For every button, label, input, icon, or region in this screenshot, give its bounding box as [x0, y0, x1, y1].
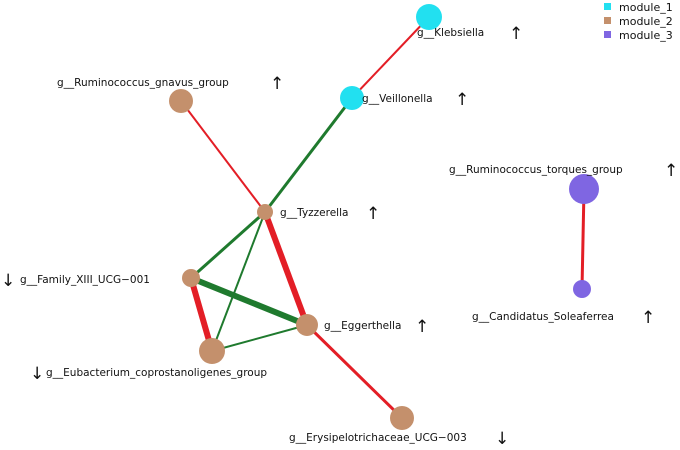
up-arrow-icon: ↑: [270, 74, 284, 94]
node-label-veillonella: g__Veillonella: [362, 93, 433, 105]
edge-klebsiella-veillonella: [351, 16, 430, 99]
node-familyxiii: [182, 269, 200, 287]
up-arrow-icon: ↑: [641, 308, 655, 328]
legend-label-module_2: module_2: [619, 15, 673, 28]
node-torques: [569, 174, 599, 204]
legend-swatch-module_3: [604, 31, 611, 38]
node-label-familyxiii: g__Family_XIII_UCG−001: [20, 274, 150, 286]
up-arrow-icon: ↑: [664, 161, 678, 181]
down-arrow-icon: ↓: [1, 271, 15, 291]
edge-eggerthella-erysipelo: [305, 323, 404, 420]
node-label-gnavus: g__Ruminococcus_gnavus_group: [57, 77, 229, 89]
node-label-tyzzerella: g__Tyzzerella: [280, 207, 348, 219]
edge-tyzzerella-familyxiii: [190, 210, 266, 280]
edge-familyxiii-eggerthella: [189, 275, 309, 328]
edge-tyzzerella-eggerthella: [262, 210, 310, 327]
node-label-torques: g__Ruminococcus_torques_group: [449, 164, 623, 176]
node-erysipelo: [390, 406, 414, 430]
node-eubacterium: [199, 338, 225, 364]
node-label-klebsiella: g__Klebsiella: [417, 27, 484, 39]
node-klebsiella: [416, 4, 442, 30]
up-arrow-icon: ↑: [509, 24, 523, 44]
node-label-soleaferrea: g__Candidatus_Soleaferrea: [472, 311, 614, 323]
edge-tyzzerella-eubacterium: [211, 211, 266, 352]
node-soleaferrea: [573, 280, 591, 298]
labels-layer: g__Klebsiella ↑ g__Veillonella ↑ g__Ruminoco…: [1, 24, 678, 449]
down-arrow-icon: ↓: [30, 364, 44, 384]
edge-gnavus-tyzzerella: [180, 100, 266, 213]
node-eggerthella: [296, 314, 318, 336]
node-gnavus: [169, 89, 193, 113]
node-label-erysipelo: g__Erysipelotrichaceae_UCG−003: [289, 432, 467, 444]
node-veillonella: [340, 86, 364, 110]
legend-label-module_3: module_3: [619, 29, 673, 42]
up-arrow-icon: ↑: [455, 90, 469, 110]
node-tyzzerella: [257, 204, 273, 220]
edge-veillonella-tyzzerella: [263, 97, 354, 213]
edge-torques-soleaferrea: [580, 188, 586, 290]
legend-label-module_1: module_1: [619, 1, 673, 14]
edges-layer: [180, 16, 586, 420]
legend-swatch-module_1: [604, 3, 611, 10]
legend-swatch-module_2: [604, 17, 611, 24]
up-arrow-icon: ↑: [415, 317, 429, 337]
node-label-eubacterium: g__Eubacterium_coprostanoligenes_group: [46, 367, 267, 379]
down-arrow-icon: ↓: [495, 429, 509, 449]
up-arrow-icon: ↑: [366, 204, 380, 224]
edge-eubacterium-eggerthella: [211, 324, 308, 352]
nodes-layer: [169, 4, 599, 430]
node-label-eggerthella: g__Eggerthella: [324, 320, 401, 332]
